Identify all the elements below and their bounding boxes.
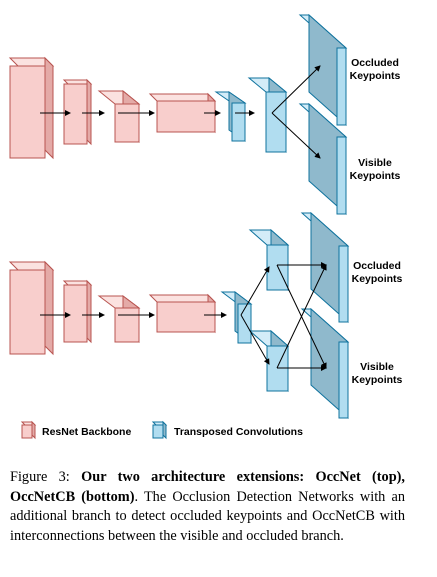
tconv-block-1	[220, 291, 253, 344]
resnet-block-3	[97, 295, 141, 343]
resnet-block-2	[62, 78, 93, 146]
tconv-output-occluded	[300, 211, 350, 324]
resnet-block-1	[8, 56, 55, 160]
transposed-legend-label: Transposed Convolutions	[174, 426, 303, 438]
tconv-block-2	[247, 76, 288, 154]
occnet-arrows	[40, 65, 321, 159]
legend: ResNet Backbone Transposed Convolutions	[20, 420, 303, 440]
resnet-block-4	[148, 293, 217, 334]
caption-body: . The Occlusion Detection Networks with …	[10, 488, 405, 544]
figure-label: Figure 3:	[10, 469, 70, 485]
occnetcb-diagram: Occluded Keypoints Visible Keypoints	[8, 211, 403, 420]
occnetcb-arrows	[40, 262, 327, 371]
tconv-output-visible	[298, 102, 348, 216]
tconv-output-occluded	[298, 13, 348, 127]
occnet-label-occluded: Occluded	[351, 57, 399, 69]
figure-caption: Figure 3: Our two architecture extension…	[10, 468, 405, 546]
occnetcb-label-visible: Visible	[360, 361, 394, 373]
resnet-block-1	[8, 260, 55, 356]
occnetcb-label-occluded-2: Keypoints	[352, 273, 403, 285]
occnet-label-visible: Visible	[358, 157, 392, 169]
transposed-legend-icon	[151, 420, 168, 440]
architecture-diagram: Occluded Keypoints Visible Keypoints	[8, 13, 403, 440]
resnet-block-3	[97, 89, 141, 144]
caption-bold: Our two architecture extensions: OccNet …	[10, 469, 405, 505]
occnet-label-occluded-2: Keypoints	[350, 70, 401, 82]
occnetcb-label-occluded: Occluded	[353, 260, 401, 272]
resnet-legend-icon	[20, 420, 37, 440]
occnetcb-label-visible-2: Keypoints	[352, 374, 403, 386]
tconv-branch-occluded	[248, 228, 290, 292]
occnet-label-visible-2: Keypoints	[350, 170, 401, 182]
tconv-block-1	[214, 91, 247, 142]
tconv-output-visible	[300, 307, 350, 420]
resnet-legend-label: ResNet Backbone	[42, 426, 131, 438]
occnet-diagram: Occluded Keypoints Visible Keypoints	[8, 13, 401, 216]
resnet-block-2	[62, 279, 93, 344]
